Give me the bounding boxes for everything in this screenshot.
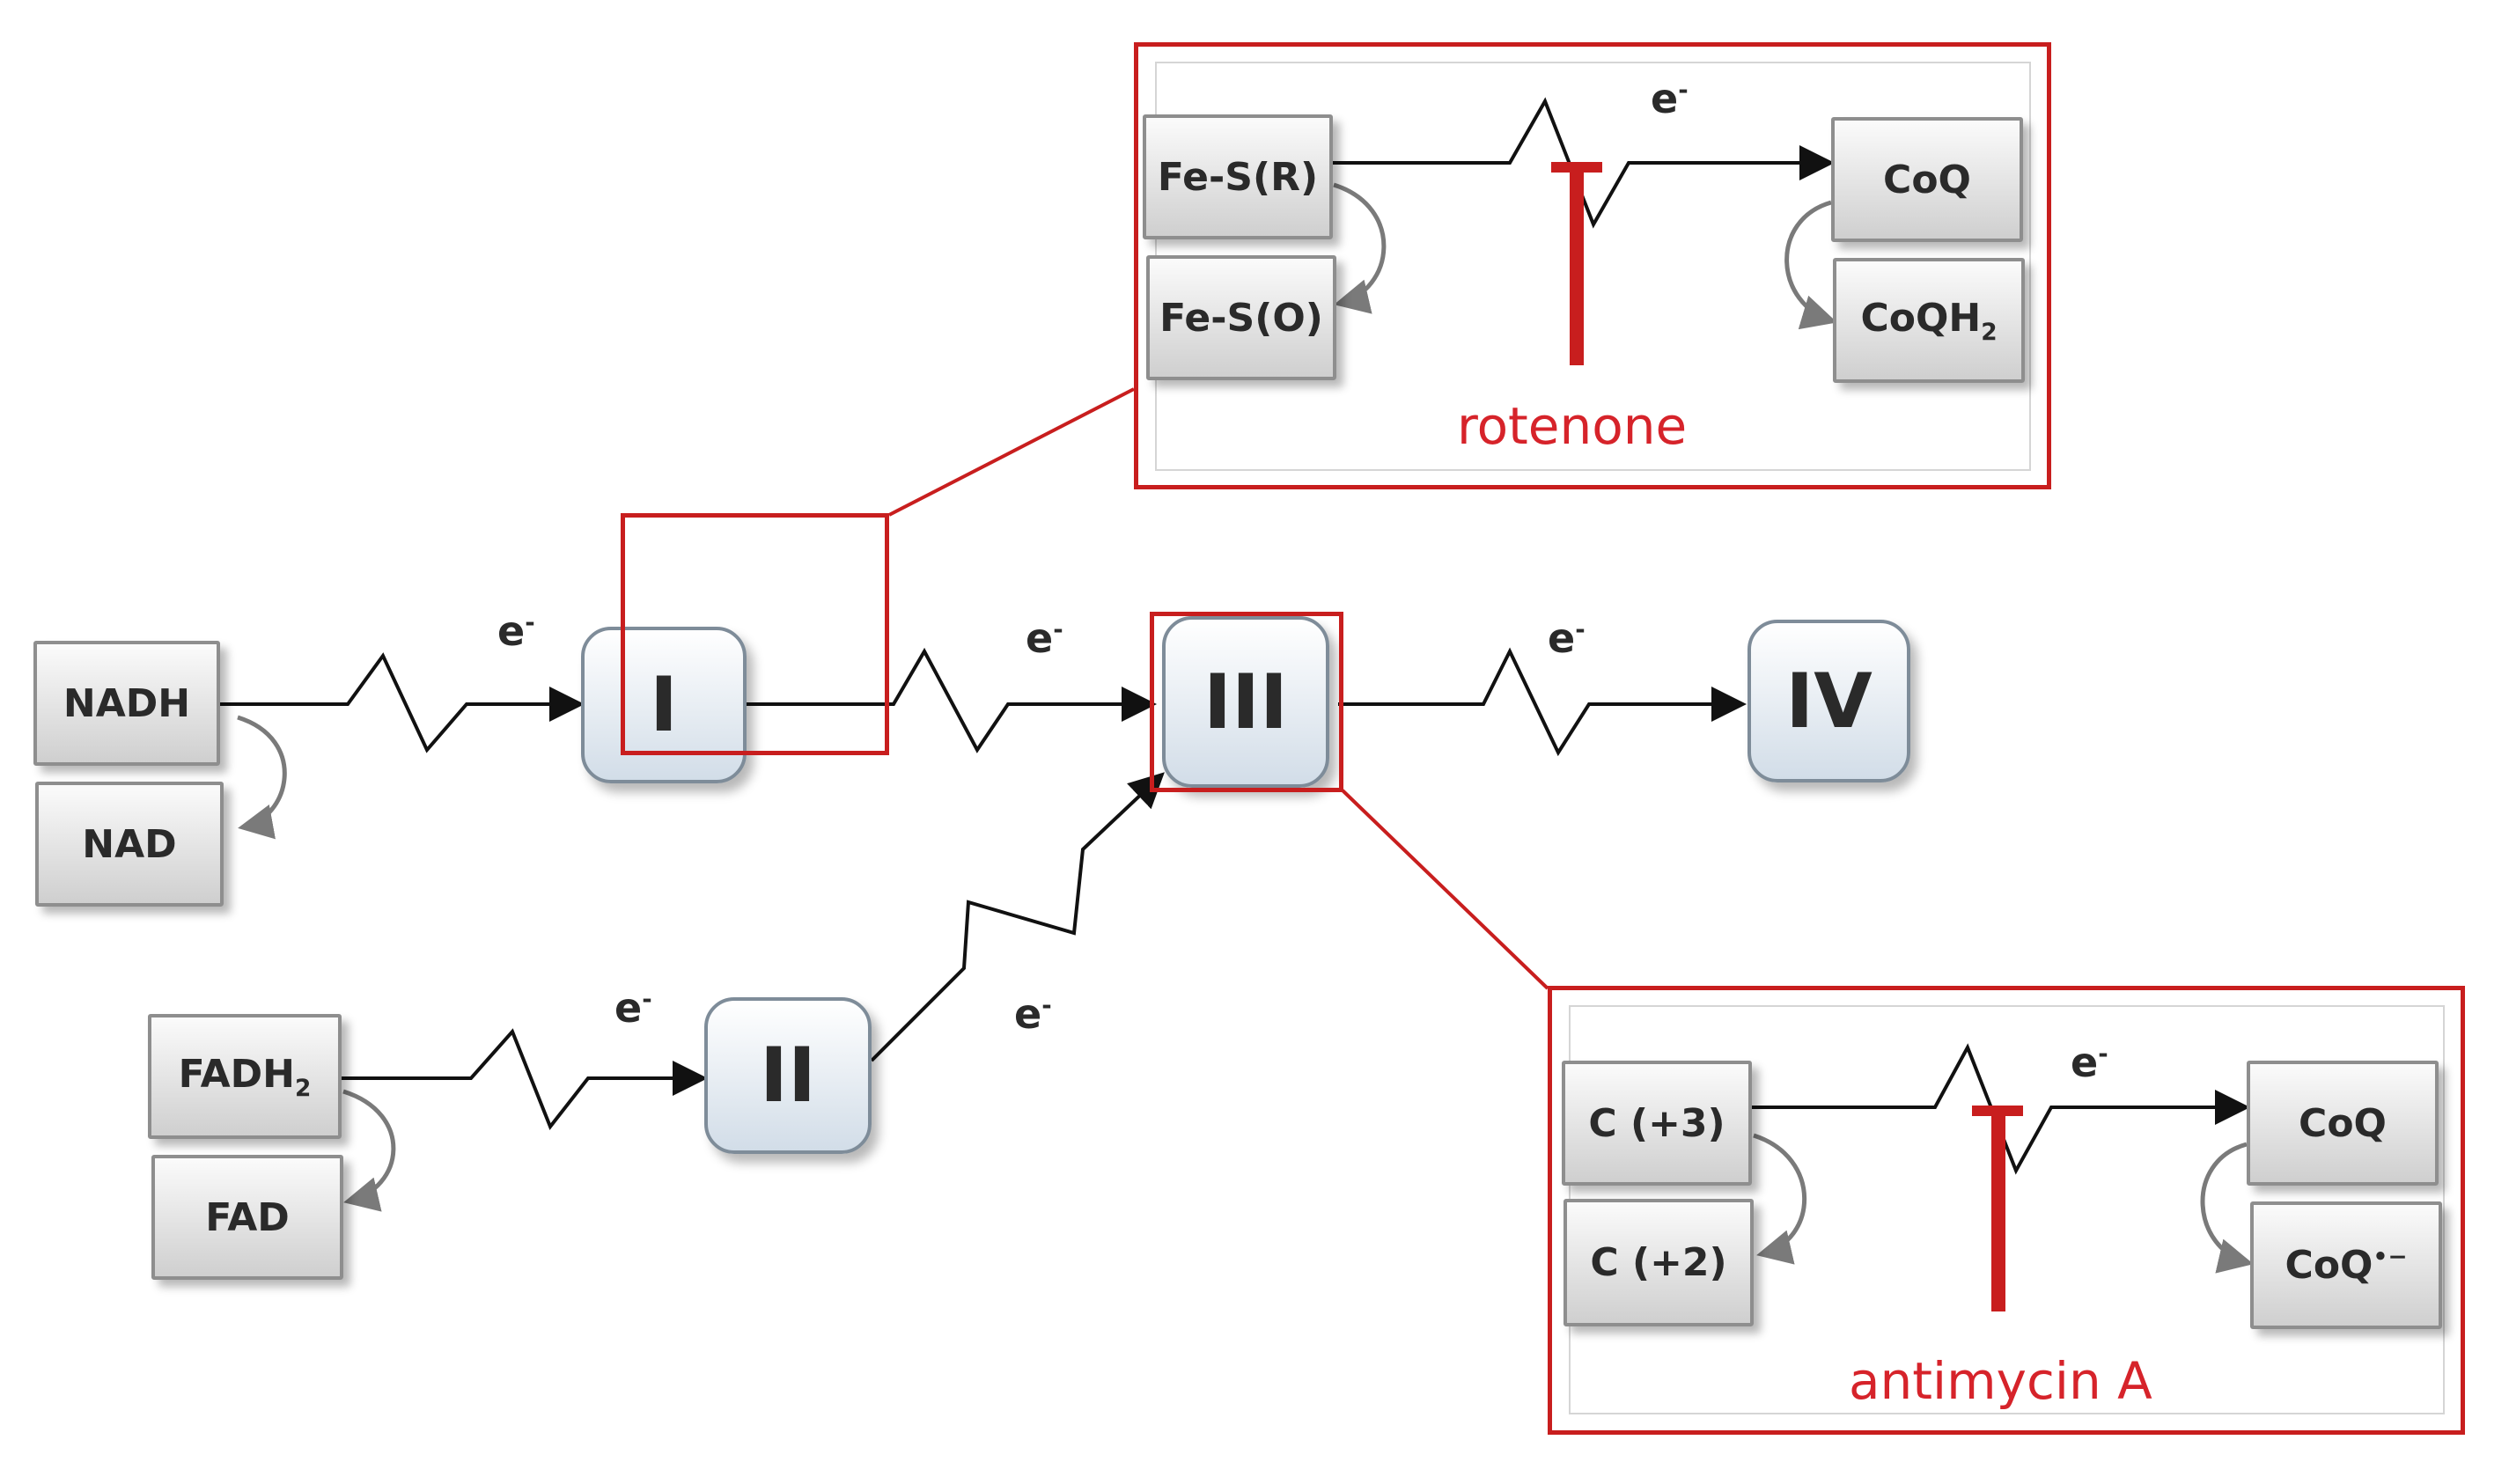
complex-3-highlight-frame — [1150, 612, 1343, 792]
fadh2-label: FADH2 — [178, 1051, 312, 1102]
curve-c-plus3-to-c-plus2 — [1753, 1133, 1807, 1265]
zoom-connector-antimycin — [1341, 789, 1549, 990]
c-plus2-label: C (+2) — [1590, 1240, 1727, 1285]
rotenone-inhibitor-cap — [1551, 162, 1602, 173]
nad-box: NAD — [35, 782, 224, 907]
rotenone-inhibitor-bar — [1570, 167, 1584, 365]
arrow-complex-2-to-complex-3 — [870, 772, 1165, 1062]
complex-3-box: III — [1162, 616, 1329, 788]
coq-radical-label: CoQ•− — [2285, 1243, 2408, 1288]
antimycin-inset — [1548, 986, 2465, 1435]
fadh2-box: FADH2 — [148, 1014, 342, 1139]
c-plus2-box: C (+2) — [1564, 1199, 1754, 1326]
complex-2-box: II — [704, 997, 872, 1154]
rotenone-inset — [1134, 42, 2051, 489]
coq-radical-box: CoQ•− — [2250, 1201, 2442, 1329]
rotenone-label: rotenone — [1457, 396, 1688, 456]
antimycin-inhibitor-bar — [1991, 1111, 2005, 1311]
electron-label-complex-2: e- — [1014, 990, 1052, 1038]
c-plus3-label: C (+3) — [1588, 1100, 1725, 1146]
complex-1-box: I — [581, 627, 747, 783]
electron-label-complex-3: e- — [1548, 614, 1586, 662]
coq-box-antimycin: CoQ — [2247, 1061, 2439, 1186]
complex-2-label: II — [760, 1032, 816, 1120]
fes-r-label: Fe-S(R) — [1157, 154, 1319, 200]
electron-label-nadh: e- — [497, 607, 535, 655]
curve-fadh2-to-fad — [342, 1089, 396, 1212]
curve-coq-to-coqh2 — [1784, 200, 1837, 330]
antimycin-label: antimycin A — [1849, 1351, 2152, 1411]
nadh-box: NADH — [33, 641, 220, 766]
electron-label-fadh2: e- — [614, 984, 652, 1032]
fes-r-box: Fe-S(R) — [1143, 114, 1333, 239]
arrow-fadh2-to-complex-2 — [339, 1028, 708, 1130]
arrow-complex-1-to-complex-3 — [744, 647, 1157, 753]
complex-3-label: III — [1203, 658, 1288, 746]
coq-box-rotenone: CoQ — [1831, 117, 2023, 242]
complex-1-label: I — [650, 661, 678, 749]
coqh2-label: CoQH2 — [1860, 295, 1998, 346]
complex-4-box: IV — [1747, 620, 1910, 782]
curve-nadh-to-nad — [237, 715, 287, 840]
arrow-complex-3-to-complex-4 — [1338, 647, 1747, 757]
electron-label-antimycin: e- — [2071, 1039, 2108, 1086]
fes-o-label: Fe-S(O) — [1159, 295, 1323, 341]
complex-4-label: IV — [1785, 657, 1873, 746]
coqh2-box: CoQH2 — [1833, 258, 2025, 383]
fad-label: FAD — [205, 1194, 290, 1240]
curve-fes-r-to-fes-o — [1333, 182, 1387, 314]
zoom-connector-rotenone — [888, 387, 1135, 517]
complex-1-highlight-frame — [621, 513, 889, 755]
arrow-nadh-to-complex-1 — [220, 652, 585, 753]
fes-o-box: Fe-S(O) — [1146, 255, 1336, 380]
antimycin-inhibitor-cap — [1972, 1106, 2023, 1116]
coq-label-antimycin: CoQ — [2299, 1100, 2387, 1146]
electron-label-complex-1: e- — [1026, 614, 1063, 662]
nadh-label: NADH — [63, 680, 191, 726]
fad-box: FAD — [151, 1155, 343, 1280]
electron-label-rotenone: e- — [1651, 75, 1689, 122]
c-plus3-box: C (+3) — [1562, 1061, 1752, 1186]
curve-coq-to-coq-radical — [2200, 1142, 2254, 1274]
coq-label-rotenone: CoQ — [1883, 157, 1971, 202]
nad-label: NAD — [82, 821, 177, 867]
